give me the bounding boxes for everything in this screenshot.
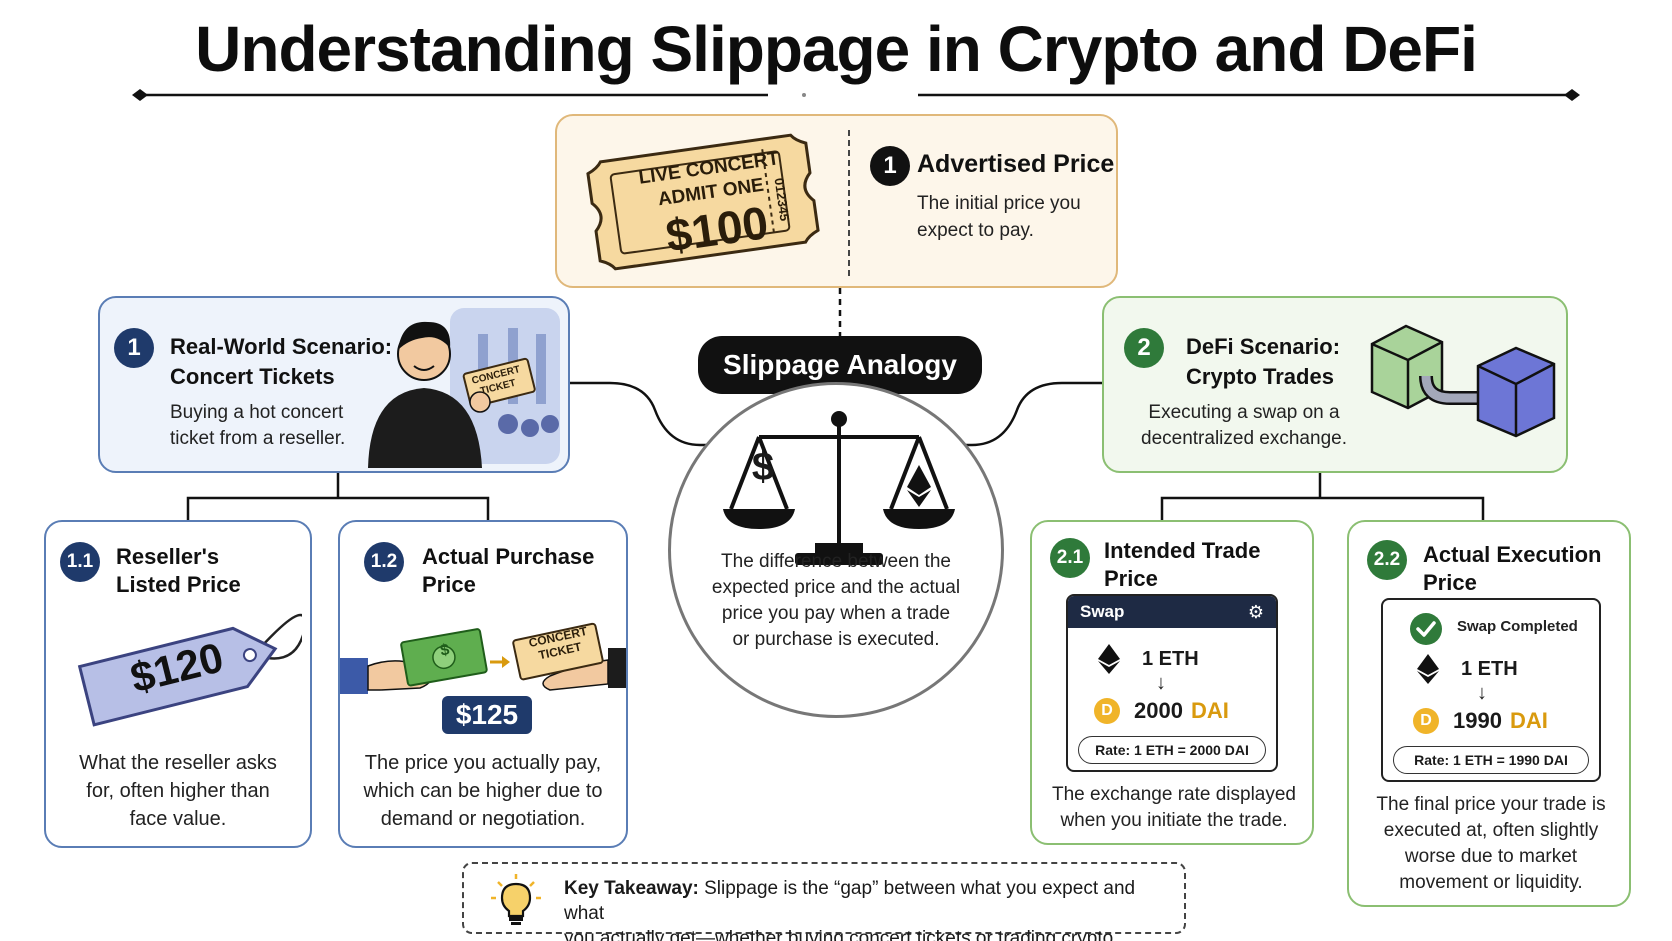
real-world-desc-2: ticket from a reseller. <box>170 428 346 449</box>
cash-for-ticket-exchange-illustration <box>340 622 626 694</box>
real-world-heading-2: Concert Tickets <box>170 364 335 389</box>
actual-execution-price-card: 2.2 Actual Execution Price Swap Complete… <box>1347 520 1631 907</box>
listed-desc-1: What the reseller asks <box>79 752 277 774</box>
swap-status: Swap Completed <box>1457 618 1578 635</box>
takeaway-line-2: you actually get—whether buying concert … <box>564 928 1119 941</box>
intended-desc-2: when you initiate the trade. <box>1060 810 1288 831</box>
rate-display: Rate: 1 ETH = 2000 DAI <box>1078 736 1266 764</box>
intended-trade-price-card: 2.1 Intended Trade Price Swap ⚙ 1 ETH ↓ … <box>1030 520 1314 845</box>
resellers-listed-price-card: 1.1 Reseller's Listed Price $120 What th… <box>44 520 312 848</box>
rate-display: Rate: 1 ETH = 1990 DAI <box>1393 746 1589 774</box>
purchase-desc-3: demand or negotiation. <box>380 808 586 830</box>
actual-desc-4: movement or liquidity. <box>1399 872 1583 893</box>
purchase-desc-2: which can be higher due to <box>363 780 603 802</box>
advertised-desc-2: expect to pay. <box>917 220 1034 241</box>
to-token-row: D 2000 DAI <box>1094 698 1229 724</box>
dai-coin-icon: D <box>1413 708 1439 734</box>
analogy-circle: $ The difference between the expected pr… <box>668 382 1004 718</box>
from-token-row: 1 ETH <box>1098 644 1199 674</box>
listed-desc-3: face value. <box>129 808 227 830</box>
advertised-price-card: LIVE CONCERT ADMIT ONE $100 012345 1 Adv… <box>555 114 1118 288</box>
swap-widget-header: Swap ⚙ <box>1068 596 1276 628</box>
step-number: 1.1 <box>60 542 100 582</box>
analogy-desc-3: price you pay when a trade <box>721 603 951 624</box>
to-amount: 1990 <box>1453 708 1502 733</box>
step-number: 1 <box>114 328 154 368</box>
advertised-desc-1: The initial price you <box>917 193 1081 214</box>
concert-ticket-icon <box>586 133 820 271</box>
analogy-desc-2: expected price and the actual <box>711 577 961 598</box>
step-number: 2.2 <box>1367 540 1407 580</box>
purchase-desc-1: The price you actually pay, <box>364 752 602 774</box>
swap-widget: Swap ⚙ <box>1066 594 1278 772</box>
analogy-desc-4: or purchase is executed. <box>732 629 940 650</box>
intended-desc-1: The exchange rate displayed <box>1052 784 1296 805</box>
actual-heading-2: Price <box>1423 570 1477 595</box>
key-takeaway-box: Key Takeaway: Slippage is the “gap” betw… <box>462 862 1186 941</box>
to-token: DAI <box>1509 708 1548 733</box>
dai-coin-icon: D <box>1094 698 1120 724</box>
blockchain-blocks-icon <box>1370 324 1556 438</box>
actual-desc-3: worse due to market <box>1404 846 1578 867</box>
listed-heading-1: Reseller's <box>116 544 220 569</box>
real-world-heading-1: Real-World Scenario: <box>170 334 393 359</box>
defi-desc-1: Executing a swap on a <box>1148 402 1340 423</box>
ethereum-icon <box>1417 654 1439 684</box>
analogy-desc-1: The difference between the <box>721 551 951 572</box>
balance-scale-icon <box>723 411 955 565</box>
listed-desc-2: for, often higher than <box>86 780 270 802</box>
person-with-ticket-illustration <box>368 308 560 468</box>
intended-heading-2: Price <box>1104 566 1158 591</box>
step-number: 1.2 <box>364 542 404 582</box>
real-world-desc-1: Buying a hot concert <box>170 402 344 423</box>
dollar-symbol: $ <box>751 445 775 489</box>
check-circle-icon <box>1410 613 1442 645</box>
from-amount: 1 ETH <box>1461 657 1518 680</box>
swap-widget-title: Swap <box>1080 602 1125 621</box>
takeaway-text: Key Takeaway: Slippage is the “gap” betw… <box>564 876 1174 941</box>
arrow-down-icon: ↓ <box>1156 672 1166 694</box>
to-token: DAI <box>1190 698 1229 723</box>
defi-scenario-card: 2 DeFi Scenario: Crypto Trades Executing… <box>1102 296 1568 473</box>
defi-heading-2: Crypto Trades <box>1186 364 1334 389</box>
purchase-price-badge: $125 <box>442 696 532 734</box>
defi-desc-2: decentralized exchange. <box>1141 428 1347 449</box>
takeaway-label: Key Takeaway: <box>564 878 699 899</box>
to-token-row: D 1990 DAI <box>1413 708 1548 734</box>
ethereum-icon <box>1098 644 1120 674</box>
from-token-row: 1 ETH <box>1417 654 1518 684</box>
step-number: 1 <box>870 146 910 186</box>
actual-purchase-price-card: 1.2 Actual Purchase Price $ CONCERT TICK… <box>338 520 628 848</box>
listed-heading-2: Listed Price <box>116 572 241 597</box>
page-title: Understanding Slippage in Crypto and DeF… <box>195 13 1478 85</box>
real-world-scenario-card: 1 Real-World Scenario: Concert Tickets B… <box>98 296 570 473</box>
advertised-heading: Advertised Price <box>917 150 1115 178</box>
purchase-heading-1: Actual Purchase <box>422 544 595 569</box>
step-number: 2.1 <box>1050 538 1090 578</box>
slippage-analogy-label: Slippage Analogy <box>698 336 982 394</box>
arrow-down-icon: ↓ <box>1477 682 1487 704</box>
actual-desc-1: The final price your trade is <box>1376 794 1606 815</box>
gear-icon[interactable]: ⚙ <box>1247 601 1264 622</box>
purchase-heading-2: Price <box>422 572 476 597</box>
card-divider <box>848 130 850 276</box>
actual-heading-1: Actual Execution <box>1423 542 1602 567</box>
intended-heading-1: Intended Trade <box>1104 538 1261 563</box>
actual-desc-2: executed at, often slightly <box>1383 820 1599 841</box>
defi-heading-1: DeFi Scenario: <box>1186 334 1341 359</box>
step-number: 2 <box>1124 328 1164 368</box>
takeaway-line-1: Slippage is the “gap” between what you e… <box>564 878 1136 924</box>
price-tag-icon <box>77 613 302 727</box>
lightbulb-icon <box>491 874 541 925</box>
to-amount: 2000 <box>1134 698 1183 723</box>
from-amount: 1 ETH <box>1142 647 1199 670</box>
